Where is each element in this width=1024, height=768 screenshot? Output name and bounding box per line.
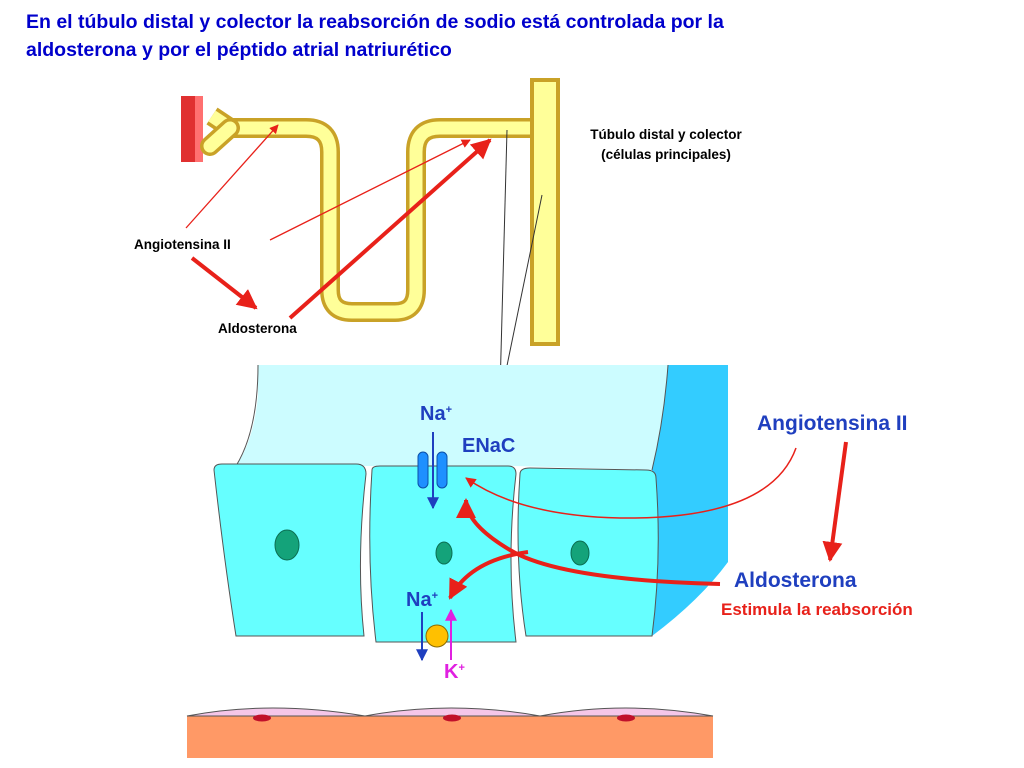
- angiotensin-to-enac-arrow: [465, 447, 797, 519]
- aldosterone-to-enac-arrow: [456, 498, 721, 586]
- nucleus-center: [435, 541, 453, 565]
- k-text: K: [444, 661, 459, 683]
- arteriole: [181, 96, 203, 162]
- capillary: [186, 707, 714, 758]
- na-top-label: Na+: [420, 403, 452, 426]
- distal-tubule: [200, 107, 544, 322]
- enac-channel: [417, 451, 448, 489]
- zoom-line-2: [501, 194, 543, 391]
- aldosterone-big-label: Aldosterona: [734, 569, 857, 592]
- aldosterone-to-pump-arrow: [448, 550, 529, 600]
- aldosterone-to-tubule-arrow: [288, 138, 492, 320]
- k-label: K+: [444, 661, 465, 684]
- tubule-label: Túbulo distal y colector (células princi…: [566, 125, 766, 165]
- na-bottom-charge: +: [431, 590, 439, 602]
- k-charge: +: [458, 662, 465, 674]
- collecting-duct: [530, 78, 560, 346]
- na-bottom-text: Na: [406, 589, 432, 611]
- na-top-charge: +: [445, 404, 453, 416]
- angiotensin-to-aldosterone-arrow: [190, 256, 258, 310]
- tubule-label-line-1: Túbulo distal y colector: [590, 127, 742, 142]
- title-line-2: aldosterona y por el péptido atrial natr…: [26, 39, 452, 61]
- na-bottom-label: Na+: [406, 589, 438, 612]
- angiotensin-to-aldosterone-big-arrow: [822, 441, 848, 562]
- angiotensin-arrow-1: [185, 124, 279, 229]
- angiotensin-arrow-2: [269, 139, 471, 241]
- stimulates-label: Estimula la reabsorción: [721, 600, 913, 619]
- nucleus-left: [274, 529, 300, 561]
- tubule-lumen: [235, 364, 728, 636]
- diagram-title: En el túbulo distal y colector la reabso…: [26, 8, 986, 64]
- tubule-label-line-2: (células principales): [601, 147, 731, 162]
- title-line-1: En el túbulo distal y colector la reabso…: [26, 11, 724, 33]
- zoom-line-1: [499, 129, 508, 391]
- epithelial-cells: [213, 463, 659, 643]
- na-top-text: Na: [420, 403, 446, 425]
- nucleus-right: [570, 540, 590, 566]
- enac-label: ENaC: [462, 435, 516, 457]
- angiotensin-small-label: Angiotensina II: [134, 237, 231, 252]
- na-k-pump: [425, 624, 449, 648]
- angiotensin-big-label: Angiotensina II: [757, 412, 908, 435]
- aldosterone-small-label: Aldosterona: [218, 321, 297, 336]
